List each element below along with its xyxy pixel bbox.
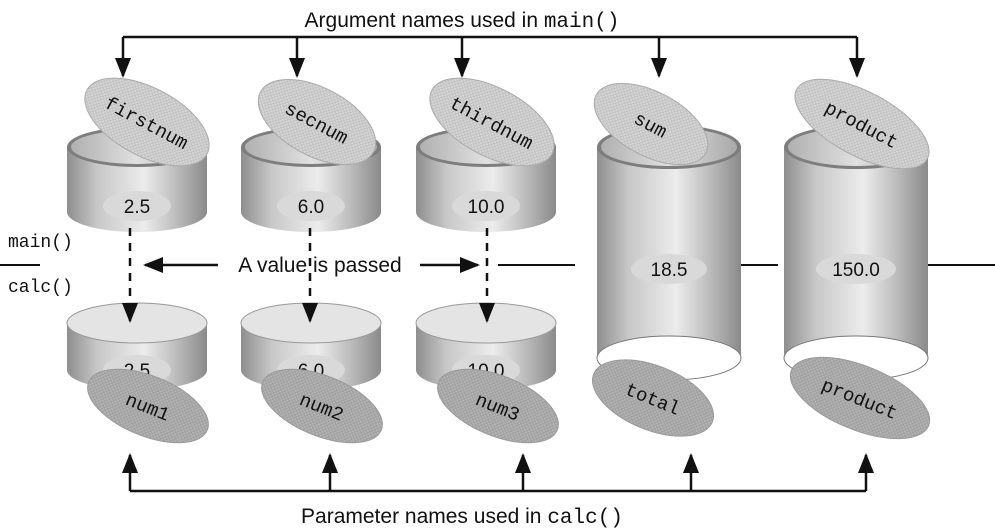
firstnum-value: 2.5 <box>124 197 150 218</box>
cylinder-sum-total: 18.5 sum total <box>591 82 742 437</box>
secnum-value: 6.0 <box>298 197 324 218</box>
value-passed-label: A value is passed <box>238 254 401 277</box>
cylinder-num1: 2.5 num1 <box>66 302 209 444</box>
product-value: 150.0 <box>832 260 880 281</box>
parameter-bracket <box>122 453 874 493</box>
argument-names-caption: Argument names used in main() <box>305 9 620 34</box>
cylinder-num2: 6.0 num2 <box>240 302 383 444</box>
calc-scope-label: calc() <box>8 278 73 298</box>
cylinder-num3: 10.0 num3 <box>415 302 559 444</box>
thirdnum-value: 10.0 <box>468 197 505 218</box>
main-scope-label: main() <box>8 233 73 253</box>
argument-bracket <box>115 35 865 78</box>
cylinder-product-product: 150.0 product product <box>783 78 931 440</box>
cylinder-secnum: 6.0 secnum <box>241 79 381 232</box>
cylinder-firstnum: 2.5 firstnum <box>67 77 210 232</box>
pass-arrows <box>122 228 495 323</box>
parameter-names-caption: Parameter names used in calc() <box>301 505 623 530</box>
cylinder-thirdnum: 10.0 thirdnum <box>416 77 556 232</box>
sum-value: 18.5 <box>651 260 688 281</box>
